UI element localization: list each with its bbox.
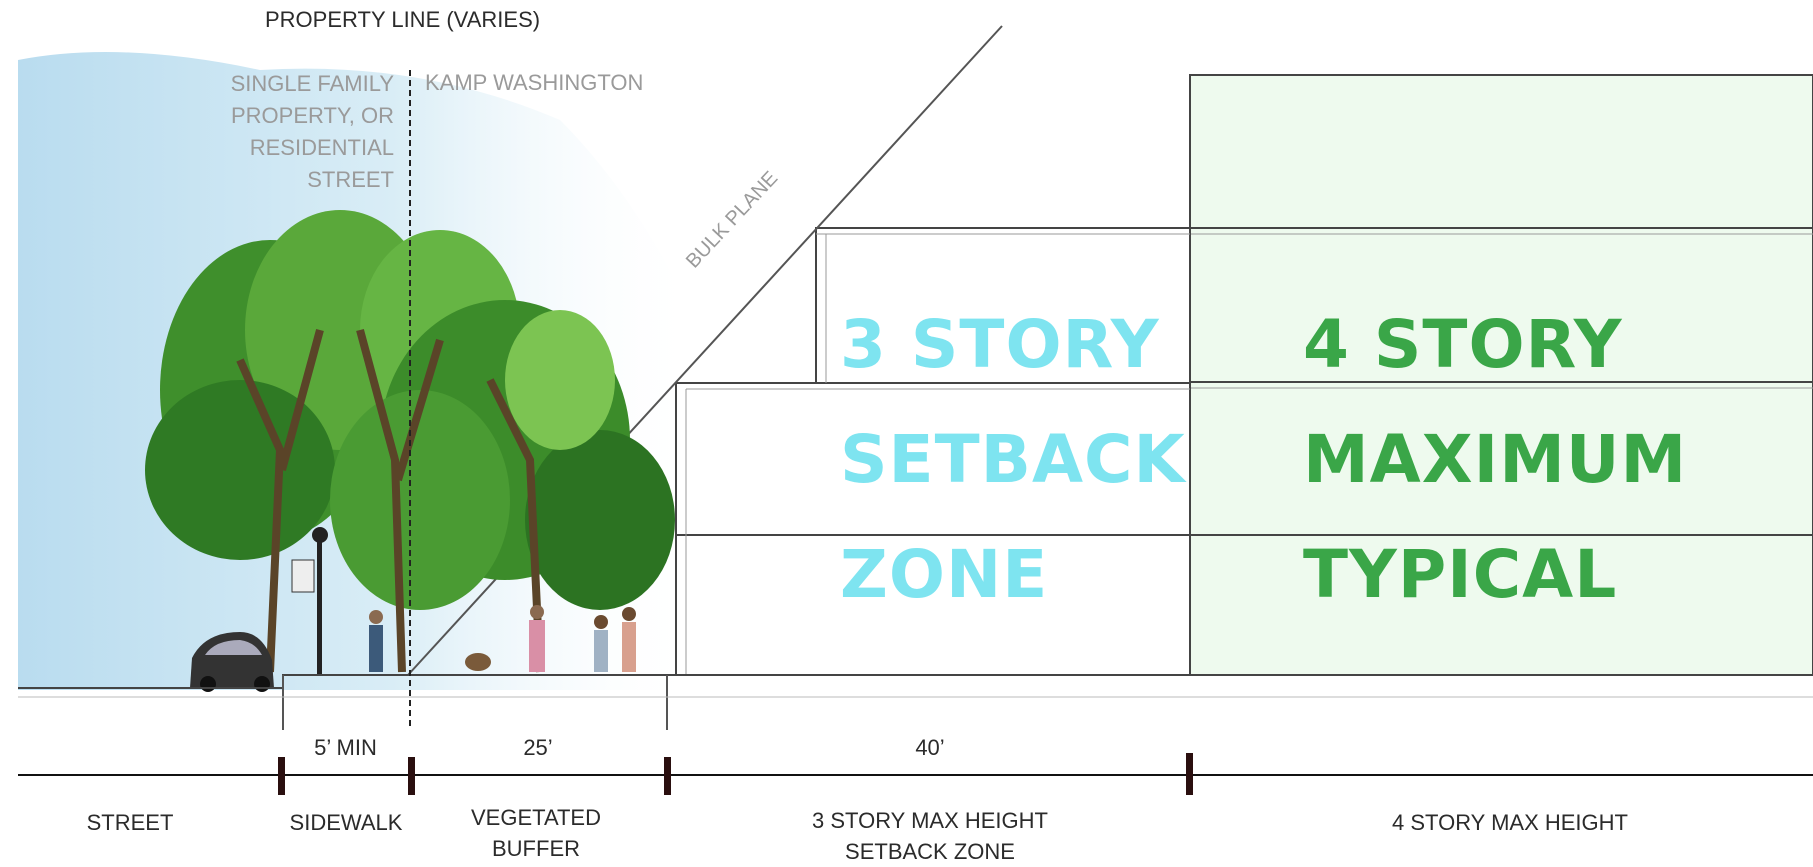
single-family-line-2: PROPERTY, OR <box>230 103 394 128</box>
zone-4-line-2: MAXIMUM <box>1303 421 1688 498</box>
label-buffer-line-2: BUFFER <box>492 836 580 861</box>
dimension-sidewalk: 5’ MIN <box>314 735 377 760</box>
kamp-washington-label: KAMP WASHINGTON <box>425 70 644 95</box>
single-family-line-4: STREET <box>307 167 394 192</box>
label-street: STREET <box>86 810 174 835</box>
single-family-label: SINGLE FAMILY PROPERTY, OR RESIDENTIAL S… <box>170 68 394 196</box>
label-4-story-max: 4 STORY MAX HEIGHT <box>1392 810 1628 835</box>
label-setback: 3 STORY MAX HEIGHT SETBACK ZONE <box>760 805 1100 867</box>
label-buffer-line-1: VEGETATED <box>471 805 601 830</box>
tick-property-line <box>408 757 415 795</box>
label-setback-line-2: SETBACK ZONE <box>845 839 1015 864</box>
single-family-line-3: RESIDENTIAL <box>249 135 394 160</box>
property-line-label: PROPERTY LINE (VARIES) <box>265 7 541 32</box>
zone-3-line-3: ZONE <box>840 536 1049 613</box>
dimension-setback: 40’ <box>915 735 945 760</box>
label-setback-line-1: 3 STORY MAX HEIGHT <box>812 808 1048 833</box>
tick-sidewalk-start <box>278 757 285 795</box>
pedestrians <box>369 605 636 672</box>
tick-buffer-end <box>664 757 671 795</box>
building-4-story <box>1189 74 1813 676</box>
dimension-buffer: 25’ <box>523 735 553 760</box>
trees-illustration <box>145 210 675 673</box>
label-buffer: VEGETATED BUFFER <box>430 802 642 864</box>
single-family-line-1: SINGLE FAMILY <box>230 71 394 96</box>
zone-4-line-3: TYPICAL <box>1303 536 1618 613</box>
label-sidewalk: SIDEWALK <box>289 810 403 835</box>
street-light-pole <box>317 535 322 675</box>
zone-4-line-1: 4 STORY <box>1303 306 1623 383</box>
zone-3-line-1: 3 STORY <box>840 306 1160 383</box>
tick-setback-end <box>1186 753 1193 795</box>
zone-3-line-2: SETBACK <box>840 421 1186 498</box>
